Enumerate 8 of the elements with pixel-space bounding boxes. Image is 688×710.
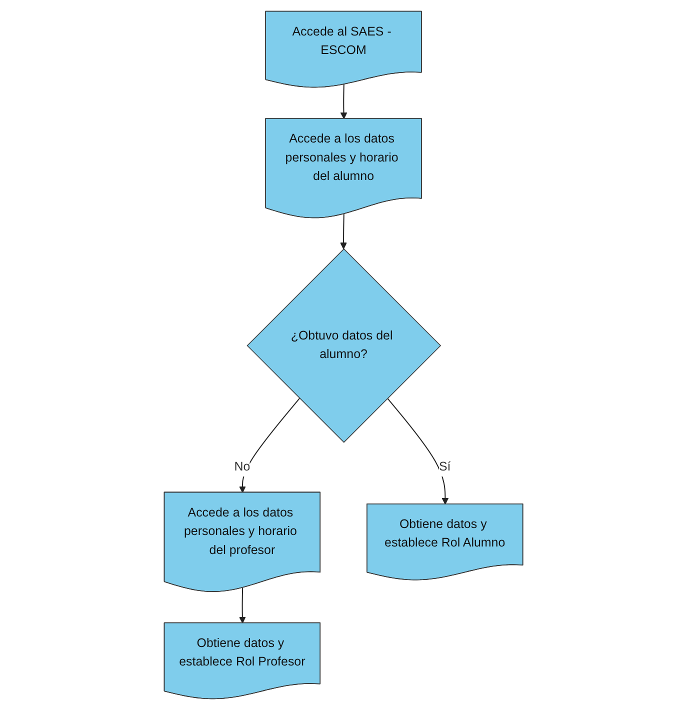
arrow: [388, 398, 450, 505]
arrow: [239, 588, 246, 624]
edge-label: Sí: [439, 460, 452, 474]
edge-label: No: [234, 460, 251, 474]
arrow: [240, 398, 300, 493]
node-diamond: ¿Obtuvo datos del alumno?: [247, 248, 442, 443]
arrow: [340, 214, 348, 250]
arrow: [340, 84, 348, 120]
